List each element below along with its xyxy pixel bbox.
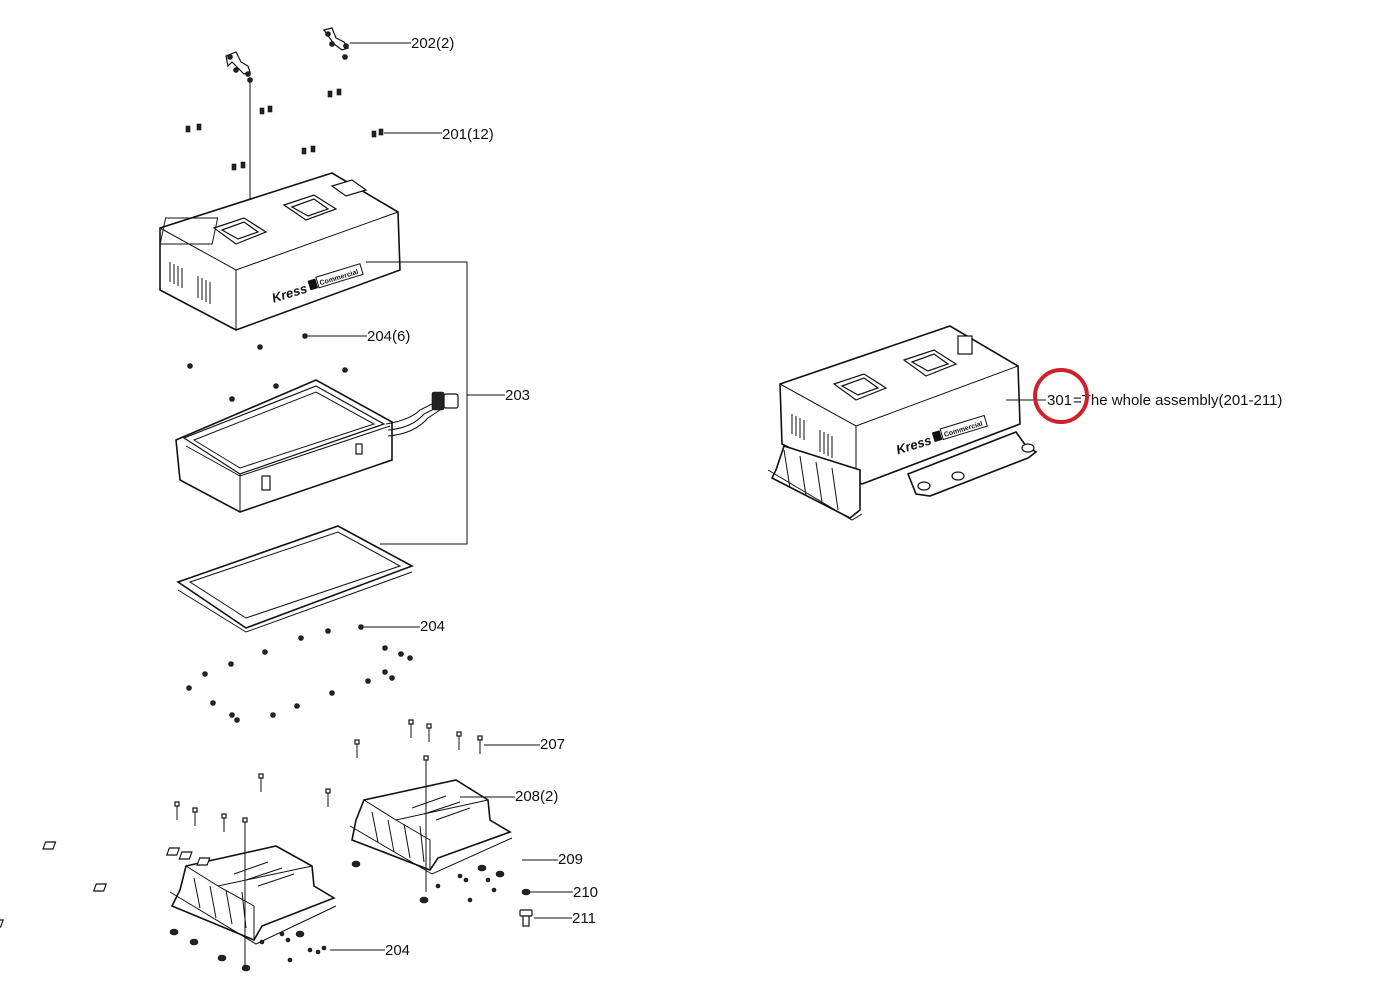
hook-202-left [225, 51, 253, 83]
callout-301: 301 [1047, 392, 1072, 409]
callout-204-bottom: 204 [385, 942, 410, 959]
callout-203: 203 [505, 387, 530, 404]
bolt-211 [519, 909, 533, 927]
vent-assembly [791, 414, 833, 458]
nuts-210 [169, 860, 531, 972]
callout-204-top: 204(6) [367, 328, 410, 345]
callout-301-description: =The whole assembly(201-211) [1073, 392, 1282, 409]
washers-209 [0, 841, 211, 928]
gasket-frame [176, 525, 414, 633]
vent-left [169, 262, 211, 304]
callout-211: 211 [572, 910, 596, 927]
callout-210: 210 [573, 884, 598, 901]
base-foot-208-left [169, 845, 337, 945]
base-foot-208-right [349, 779, 513, 875]
callout-202: 202(2) [411, 35, 454, 52]
highlight-circle [1033, 368, 1089, 424]
callout-209: 209 [558, 851, 583, 868]
callout-204-mid: 204 [420, 618, 445, 635]
callout-208: 208(2) [515, 788, 558, 805]
screws-204-set2 [186, 624, 413, 723]
whole-assembly: Kress Commercial [767, 325, 1038, 521]
screws-201 [185, 88, 384, 171]
callout-207: 207 [540, 736, 565, 753]
long-screws-207 [174, 719, 483, 836]
top-cover: Kress Commercial [159, 172, 401, 331]
callout-201: 201(12) [442, 126, 494, 143]
hook-202-right [322, 27, 349, 60]
battery-module [175, 379, 459, 513]
screws-204-set1 [187, 333, 348, 402]
screws-204-set3 [259, 873, 497, 963]
